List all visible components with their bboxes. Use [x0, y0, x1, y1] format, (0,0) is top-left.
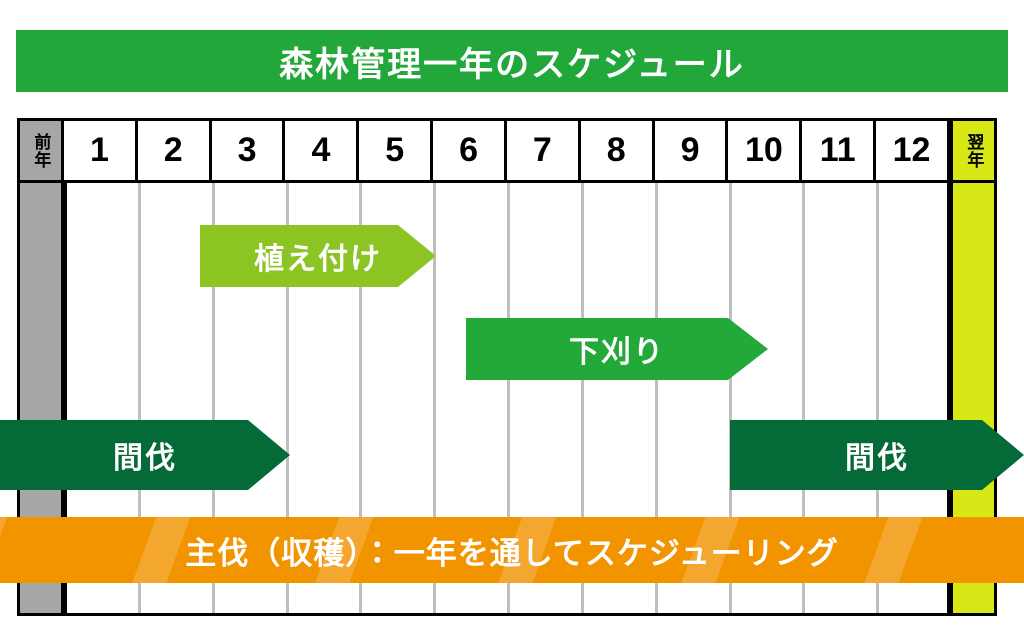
header-month-2: 2 [137, 121, 212, 180]
month-gridline [654, 183, 658, 613]
month-gridline [802, 183, 806, 613]
task-arrow-thinning-early: 間伐 [0, 420, 290, 490]
header-month-3: 3 [211, 121, 286, 180]
harvest-banner-label: 主伐（収穫）：一年を通してスケジューリング [185, 535, 839, 571]
header-month-5: 5 [359, 121, 434, 180]
header-month-1: 1 [64, 121, 138, 180]
task-arrow-thinning-late: 間伐 [730, 420, 1024, 490]
month-gridline [359, 183, 363, 613]
header-month-4: 4 [285, 121, 360, 180]
task-label-thinning-late: 間伐 [845, 442, 909, 475]
header-month-7: 7 [506, 121, 581, 180]
month-gridline [728, 183, 732, 613]
month-gridline [137, 183, 141, 613]
header-month-12: 12 [876, 121, 950, 180]
month-gridline [507, 183, 510, 613]
header-next-year: 翌年 [949, 121, 994, 180]
prev-year-divider [64, 183, 67, 613]
header-month-10: 10 [728, 121, 803, 180]
header-month-9: 9 [654, 121, 729, 180]
month-gridline [580, 183, 584, 613]
task-arrow-mowing: 下刈り [466, 318, 768, 380]
header-prev-year: 前年 [20, 121, 64, 180]
page-title-banner: 森林管理一年のスケジュール [16, 30, 1008, 92]
header-month-11: 11 [802, 121, 877, 180]
task-label-planting: 植え付け [254, 243, 382, 276]
harvest-banner: 主伐（収穫）：一年を通してスケジューリング [0, 517, 1024, 583]
page-title: 森林管理一年のスケジュール [279, 45, 745, 84]
task-arrow-planting: 植え付け [200, 225, 436, 287]
header-month-6: 6 [433, 121, 507, 180]
month-header-row: 前年 1 2 3 4 5 6 7 8 9 10 11 12 翌年 [20, 121, 994, 183]
month-gridline [285, 183, 289, 613]
month-gridline [211, 183, 215, 613]
header-month-8: 8 [580, 121, 655, 180]
month-gridline [433, 183, 437, 613]
next-year-divider [947, 183, 950, 613]
task-label-mowing: 下刈り [569, 336, 665, 369]
task-label-thinning-early: 間伐 [113, 442, 177, 475]
month-gridline [876, 183, 880, 613]
